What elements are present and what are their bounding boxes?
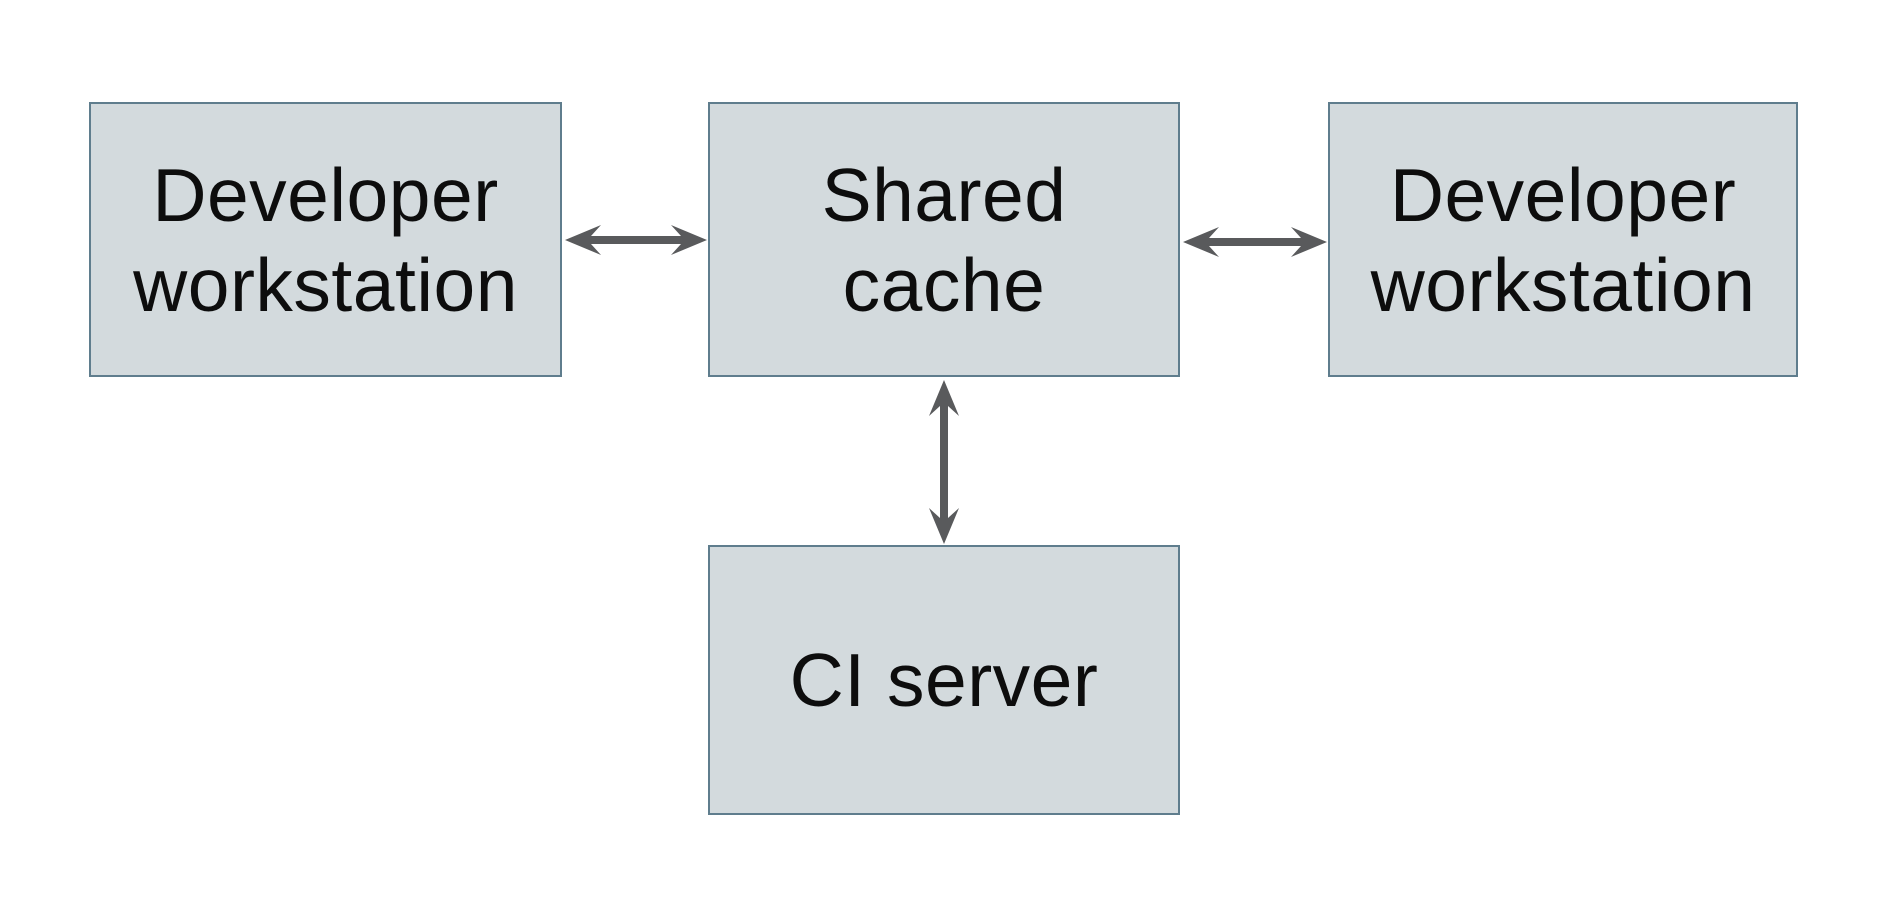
arrow-cache-ciserver-bidirectional: [929, 380, 959, 544]
node-label-developer-workstation-left: Developer workstation: [133, 152, 518, 327]
node-developer-workstation-left: Developer workstation: [89, 102, 562, 377]
node-shared-cache: Shared cache: [708, 102, 1180, 377]
arrow-devleft-cache-bidirectional: [565, 225, 707, 255]
node-ci-server: CI server: [708, 545, 1180, 815]
node-label-ci-server: CI server: [789, 638, 1099, 722]
node-label-shared-cache: Shared cache: [821, 152, 1067, 327]
arrow-cache-devright-bidirectional: [1183, 227, 1327, 257]
node-label-developer-workstation-right: Developer workstation: [1370, 152, 1756, 327]
node-developer-workstation-right: Developer workstation: [1328, 102, 1798, 377]
